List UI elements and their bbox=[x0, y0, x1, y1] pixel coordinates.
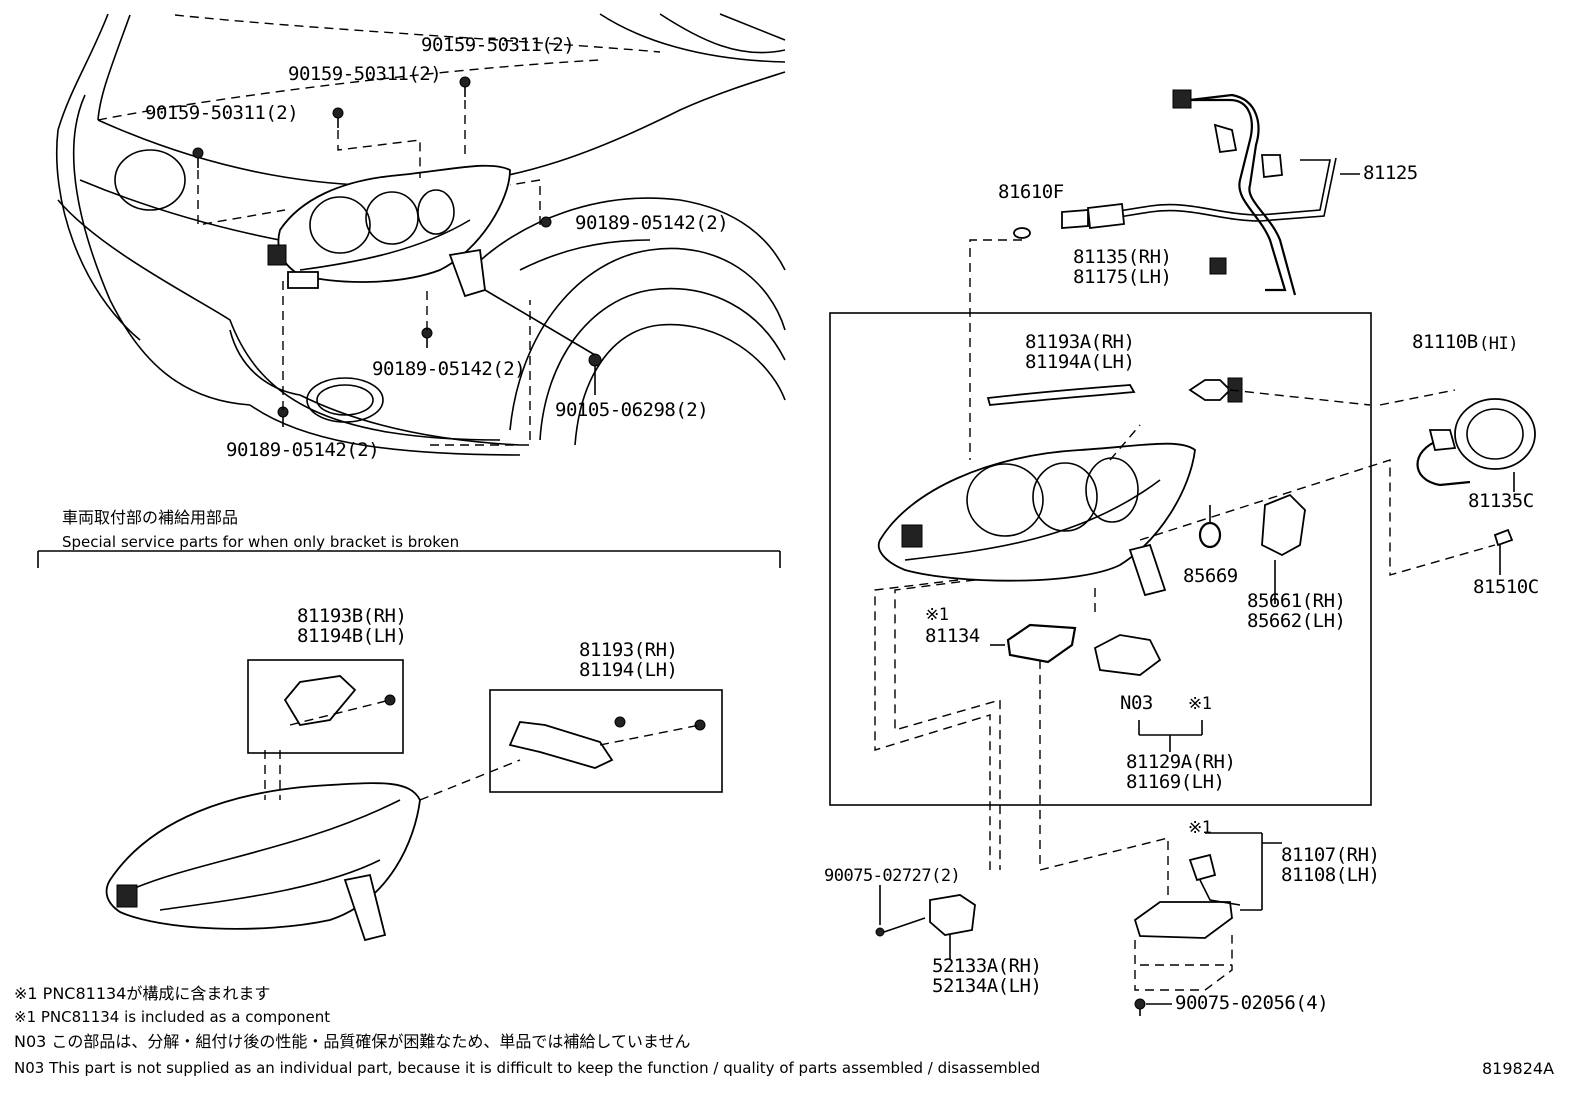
part-label-81110b-hi: (HI) bbox=[1479, 334, 1518, 354]
part-label-85669: 85669 bbox=[1183, 565, 1238, 587]
part-label-85661-rh: 85661(RH) bbox=[1247, 590, 1346, 612]
service-parts-title-en: Special service parts for when only brac… bbox=[62, 533, 460, 551]
part-label-90159-50311-left: 90159-50311(2) bbox=[145, 102, 299, 124]
part-label-81135-rh: 81135(RH) bbox=[1073, 246, 1172, 268]
part-label-n03-mark: ※1 bbox=[1188, 694, 1212, 714]
part-label-81194a-lh: 81194A(LH) bbox=[1025, 351, 1135, 373]
part-label-90189-05142-bottom: 90189-05142(2) bbox=[226, 439, 380, 461]
service-parts-section bbox=[37, 550, 781, 942]
part-label-52133a-rh: 52133A(RH) bbox=[932, 955, 1042, 977]
part-label-90105-06298: 90105-06298(2) bbox=[555, 399, 709, 421]
part-label-81194b-lh: 81194B(LH) bbox=[297, 625, 407, 647]
service-parts-title-jp: 車両取付部の補給用部品 bbox=[62, 508, 239, 527]
part-label-81129a-rh: 81129A(RH) bbox=[1126, 751, 1236, 773]
part-label-81194-lh: 81194(LH) bbox=[579, 659, 678, 681]
part-label-81134-mark: ※1 bbox=[925, 605, 949, 625]
footnote-n03-jp: N03 この部品は、分解・組付け後の性能・品質確保が困難なため、単品では補給して… bbox=[14, 1032, 691, 1051]
part-label-81134: 81134 bbox=[925, 625, 980, 647]
part-label-n03: N03 bbox=[1120, 692, 1153, 714]
footnote-n03-en: N03 This part is not supplied as an indi… bbox=[14, 1059, 1041, 1077]
part-label-90159-50311-mid: 90159-50311(2) bbox=[288, 63, 442, 85]
part-label-81193-rh: 81193(RH) bbox=[579, 639, 678, 661]
part-label-81108-lh: 81108(LH) bbox=[1281, 864, 1380, 886]
figure-number: 819824A bbox=[1482, 1059, 1555, 1078]
part-label-81175-lh: 81175(LH) bbox=[1073, 266, 1172, 288]
part-label-85662-lh: 85662(LH) bbox=[1247, 610, 1346, 632]
part-label-90075-02056: 90075-02056(4) bbox=[1175, 992, 1329, 1014]
part-label-81107-mark: ※1 bbox=[1188, 818, 1212, 838]
headlamp-exploded-view bbox=[829, 89, 1536, 1016]
part-label-81125: 81125 bbox=[1363, 162, 1418, 184]
part-label-52134a-lh: 52134A(LH) bbox=[932, 975, 1042, 997]
part-label-81193b-rh: 81193B(RH) bbox=[297, 605, 407, 627]
part-label-90075-02727: 90075-02727(2) bbox=[824, 866, 961, 886]
part-label-81610f: 81610F bbox=[998, 181, 1064, 203]
bolt-icon bbox=[192, 76, 602, 427]
footnote-1-en: ※1 PNC81134 is included as a component bbox=[14, 1008, 331, 1026]
part-label-90189-05142-center: 90189-05142(2) bbox=[372, 358, 526, 380]
part-label-81193a-rh: 81193A(RH) bbox=[1025, 331, 1135, 353]
part-label-90189-05142-right: 90189-05142(2) bbox=[575, 212, 729, 234]
part-label-90159-50311-top: 90159-50311(2) bbox=[421, 34, 575, 56]
part-label-81510c: 81510C bbox=[1473, 576, 1539, 598]
part-label-81135c: 81135C bbox=[1468, 490, 1534, 512]
footnote-1-jp: ※1 PNC81134が構成に含まれます bbox=[14, 984, 271, 1003]
part-label-81107-rh: 81107(RH) bbox=[1281, 844, 1380, 866]
vehicle-front-drawing bbox=[55, 13, 786, 456]
part-label-81169-lh: 81169(LH) bbox=[1126, 771, 1225, 793]
part-label-81110b: 81110B bbox=[1412, 331, 1478, 353]
